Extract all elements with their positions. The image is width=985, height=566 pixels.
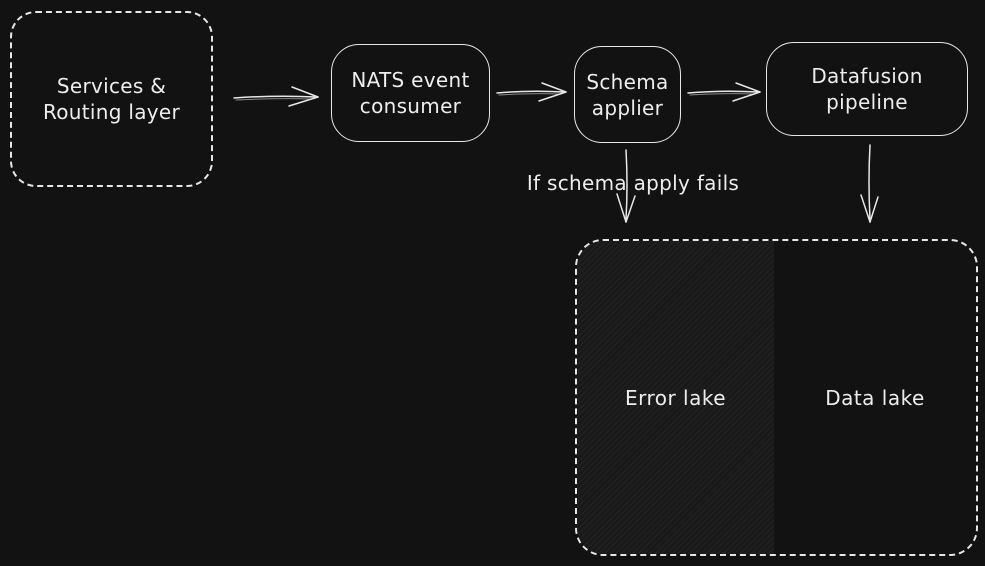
arrow-schema-to-datafusion (687, 82, 761, 102)
node-label: Datafusion pipeline (811, 64, 923, 114)
node-error-lake: Error lake (577, 241, 774, 554)
arrow-schema-to-error-lake (616, 149, 636, 223)
arrow-services-to-nats (233, 86, 319, 107)
node-services-routing-layer: Services & Routing layer (10, 11, 213, 187)
node-datafusion-pipeline: Datafusion pipeline (766, 42, 968, 136)
edge-label-schema-fail: If schema apply fails (526, 171, 740, 195)
arrow-nats-to-schema (496, 82, 567, 102)
arrow-datafusion-to-data-lake (860, 144, 879, 223)
node-label: Error lake (624, 385, 727, 410)
node-schema-applier: Schema applier (574, 46, 681, 143)
node-data-lake: Data lake (774, 241, 976, 554)
node-label: Services & Routing layer (42, 74, 181, 124)
node-label: Data lake (825, 385, 925, 410)
node-nats-event-consumer: NATS event consumer (331, 44, 490, 142)
node-label: Schema applier (586, 69, 669, 120)
node-label: NATS event consumer (351, 68, 470, 118)
node-lakes-container: Error lake Data lake (575, 239, 978, 556)
